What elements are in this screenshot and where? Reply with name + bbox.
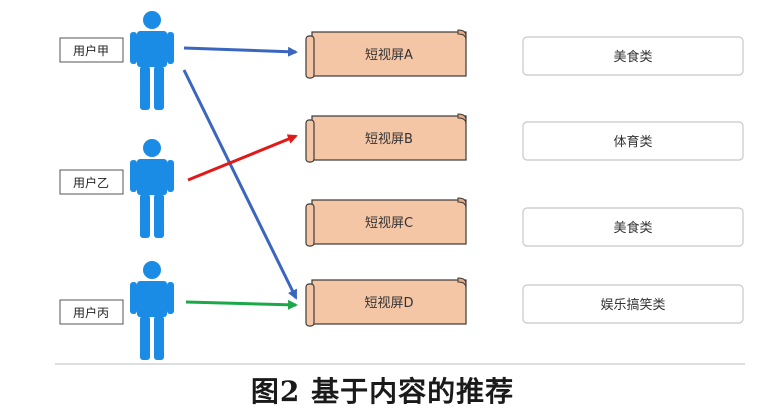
video-scroll-a: 短视屏A [305, 29, 467, 79]
video-label-a: 短视屏A [365, 48, 413, 63]
figure-caption: 图2 基于内容的推荐 [250, 375, 515, 408]
video-label-c: 短视屏C [365, 216, 413, 231]
user-label-yi: 用户乙 [73, 175, 109, 190]
category-box-1: 美食类 [522, 36, 744, 76]
arrow-bing-to-d [185, 299, 298, 310]
person-icon [130, 139, 174, 238]
arrow-jia-to-a [183, 46, 298, 57]
category-label-4: 娱乐搞笑类 [600, 297, 665, 313]
category-box-4: 娱乐搞笑类 [522, 284, 744, 324]
category-box-3: 美食类 [522, 207, 744, 247]
category-label-2: 体育类 [613, 134, 652, 150]
video-scroll-d: 短视屏D [305, 277, 467, 327]
user-label-jia: 用户甲 [73, 43, 109, 58]
user-label-box-jia: 用户甲 [59, 37, 124, 63]
user-label-box-yi: 用户乙 [59, 169, 124, 195]
person-icon [130, 261, 174, 360]
person-icon [130, 11, 174, 110]
video-scroll-b: 短视屏B [305, 113, 467, 163]
category-label-1: 美食类 [613, 49, 652, 65]
user-label-bing: 用户丙 [73, 305, 109, 320]
arrow-yi-to-b [187, 134, 298, 182]
user-label-box-bing: 用户丙 [59, 299, 124, 325]
video-label-b: 短视屏B [365, 132, 413, 147]
video-scroll-c: 短视屏C [305, 197, 467, 247]
category-box-2: 体育类 [522, 121, 744, 161]
category-label-3: 美食类 [613, 220, 652, 236]
arrow-jia-to-d [182, 69, 298, 300]
video-label-d: 短视屏D [364, 296, 413, 311]
